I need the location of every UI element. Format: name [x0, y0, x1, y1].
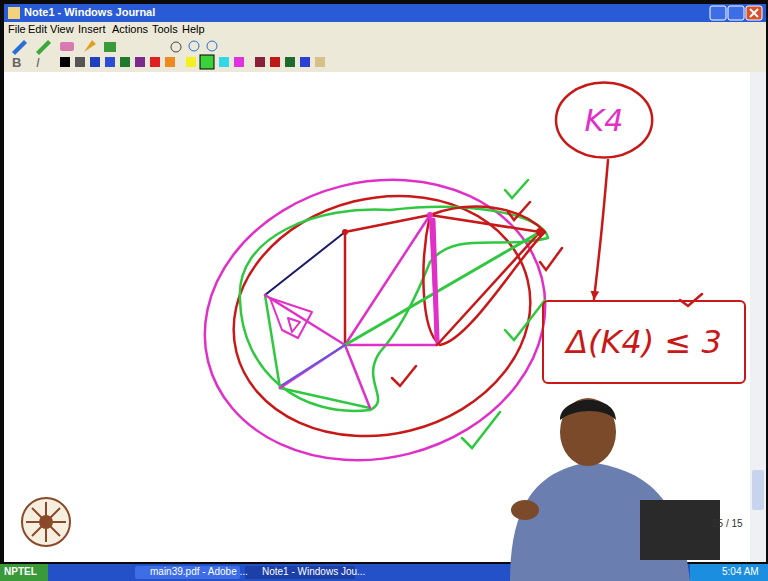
menu-item: Help [182, 23, 205, 35]
title-bar [4, 4, 766, 22]
color-palette [60, 55, 325, 69]
check-marks [392, 180, 702, 448]
page-indicator: 15 / 15 [712, 518, 743, 529]
clock: 5:04 AM [722, 566, 759, 577]
tool-icons [12, 40, 217, 55]
menu-bar [4, 22, 766, 36]
close-button [746, 6, 762, 20]
start-label: NPTEL [4, 566, 37, 577]
window-title: Note1 - Windows Journal [24, 6, 155, 18]
taskbar-item: Note1 - Windows Jou... [262, 566, 365, 577]
nptel-logo [22, 498, 70, 546]
presenter [510, 398, 720, 581]
taskbar-item: main39.pdf - Adobe ... [150, 566, 248, 577]
menu-item: Tools [152, 23, 178, 35]
handwritten-text: Δ(K4) ≤ 3 [566, 323, 722, 361]
italic-button: I [36, 55, 40, 70]
graph-sketch [175, 144, 576, 495]
handwritten-text: K4 [585, 103, 624, 138]
menu-item: View [50, 23, 74, 35]
start-button [0, 564, 48, 581]
menu-item: Edit [28, 23, 47, 35]
degree-bound-box: Δ(K4) ≤ 3 [542, 300, 746, 384]
toolbar [4, 36, 766, 72]
menu-item: Actions [112, 23, 148, 35]
bold-button: B [12, 55, 21, 70]
menu-item: File [8, 23, 26, 35]
arrow-connector [594, 160, 608, 299]
scrollbar [750, 72, 766, 562]
menu-item: Insert [78, 23, 106, 35]
graph-name-circle: K4 [554, 80, 654, 160]
app-icon [8, 7, 20, 19]
